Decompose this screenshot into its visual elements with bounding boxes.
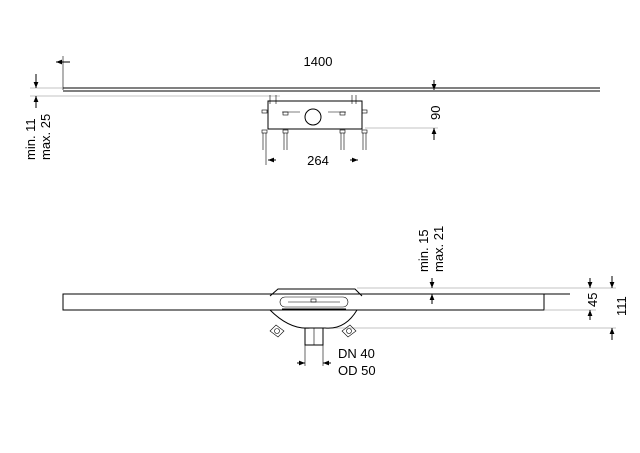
drain-body-top <box>261 95 368 150</box>
drain-slot <box>279 296 349 308</box>
channel <box>62 293 545 311</box>
outlet-pipe <box>304 108 322 126</box>
cover-max-label: max. 25 <box>38 114 53 160</box>
side-view: DN 40 OD 50 min. 15 max. 21 45 111 <box>62 226 629 378</box>
cover-min-label: min. 15 <box>416 229 431 272</box>
cover-max-label: max. 21 <box>431 226 446 272</box>
channel-height-dimension: 45 <box>585 293 600 307</box>
cover-min-label: min. 11 <box>23 118 38 160</box>
length-dimension: 1400 <box>304 54 333 69</box>
height-dimension: 90 <box>428 106 443 120</box>
outlet-od-label: OD 50 <box>338 363 376 378</box>
top-view: 1400 min. 11 max. 25 90 <box>23 54 600 168</box>
total-height-dimension: 111 <box>614 296 629 316</box>
body-width-dimension: 264 <box>307 153 329 168</box>
outlet-dn-label: DN 40 <box>338 346 375 361</box>
drain-housing <box>269 288 363 346</box>
